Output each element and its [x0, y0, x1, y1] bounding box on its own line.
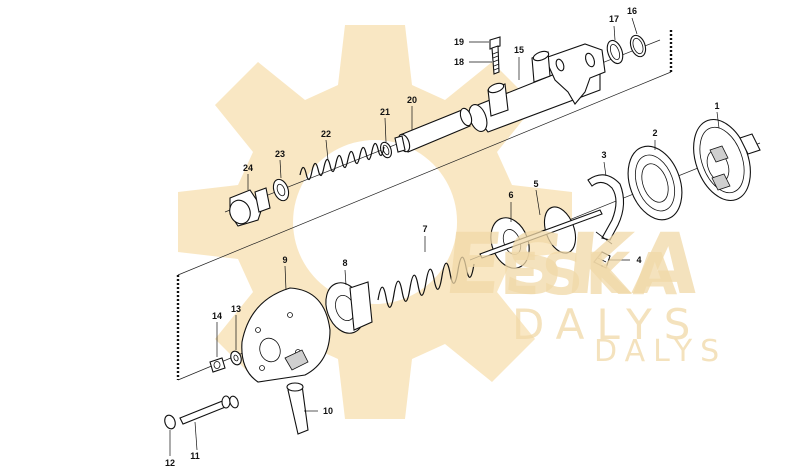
part-24-plug	[229, 187, 271, 227]
part-10-bellows	[286, 382, 309, 435]
callout-21: 21	[379, 107, 390, 117]
part-14-nut	[209, 357, 226, 373]
callout-8: 8	[342, 258, 348, 268]
callout-22: 22	[320, 129, 331, 139]
callout-12: 12	[164, 458, 175, 468]
part-13-nut	[230, 350, 242, 366]
part-23-washer	[272, 178, 290, 202]
part-16-circlip	[629, 34, 647, 58]
part-21-seal-ring	[380, 141, 392, 159]
part-17-seal	[606, 39, 624, 65]
watermark-brand-small: ESKA	[500, 240, 680, 308]
callout-20: 20	[406, 95, 417, 105]
part-9-cover	[241, 287, 331, 383]
callout-11: 11	[190, 451, 200, 461]
callout-18: 18	[453, 57, 464, 67]
callout-4: 4	[636, 255, 642, 265]
part-12-circlip	[164, 414, 176, 430]
callout-19: 19	[453, 37, 464, 47]
callout-15: 15	[513, 45, 524, 55]
part-15-cylinder-body	[468, 43, 606, 133]
part-1-housing	[693, 118, 761, 202]
callout-13: 13	[230, 304, 241, 314]
callout-3: 3	[601, 150, 607, 160]
watermark-sub: DALYS	[512, 300, 703, 349]
leader-lines	[169, 17, 720, 456]
callout-10: 10	[322, 406, 333, 416]
part-20-piston	[394, 107, 473, 153]
callout-1: 1	[714, 101, 720, 111]
part-3-clamp	[587, 174, 625, 245]
callout-17: 17	[608, 14, 619, 24]
part-18-19-bleeder	[489, 36, 501, 75]
callout-7: 7	[422, 224, 428, 234]
part-11-pushrod	[179, 395, 231, 425]
part-4-clip	[593, 251, 611, 269]
callout-16: 16	[626, 6, 637, 16]
part-6-piston	[479, 209, 603, 269]
part-7-spring	[377, 256, 475, 308]
watermark-sub-small: DALYS	[594, 334, 728, 369]
part-22-spring	[299, 142, 385, 181]
callout-2: 2	[652, 128, 658, 138]
callout-24: 24	[242, 163, 253, 173]
callout-14: 14	[211, 311, 222, 321]
callout-23: 23	[274, 149, 285, 159]
frame-connector-line	[177, 71, 672, 276]
callout-6: 6	[508, 190, 514, 200]
part-2-ring	[627, 145, 683, 221]
callout-5: 5	[533, 179, 539, 189]
pushrod-ring	[229, 395, 239, 409]
part-8-retainer	[325, 281, 373, 334]
callout-9: 9	[282, 255, 288, 265]
